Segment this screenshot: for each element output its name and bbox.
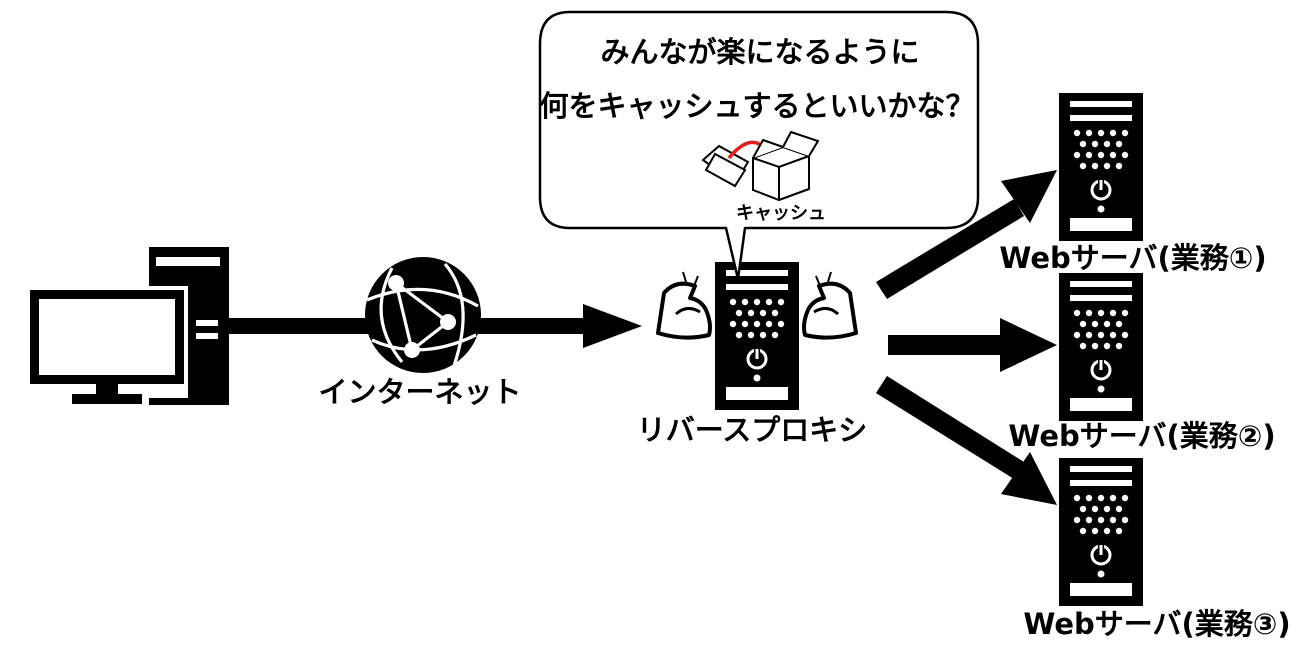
cardboard-box-icon [752, 130, 820, 202]
server-3-icon [1059, 458, 1143, 606]
flexed-arm-left-icon [656, 271, 712, 340]
internet-label: インターネット [318, 375, 521, 409]
server-1-icon [1059, 93, 1143, 241]
flexed-arm-right-icon [802, 271, 858, 340]
arrow-proxy-to-server-2 [888, 318, 1057, 372]
proxy-server-icon [715, 262, 799, 410]
cache-label: キャッシュ [736, 203, 826, 224]
desktop-computer-icon [26, 247, 229, 405]
bubble-line-2: 何をキャッシュするといいかな？ [539, 89, 974, 123]
server-3-label: Webサーバ(業務③) [1023, 607, 1290, 641]
arrow-proxy-to-server-3 [876, 376, 1057, 505]
globe-network-icon [365, 257, 481, 373]
arrow-proxy-to-server-1 [876, 170, 1057, 299]
server-2-label: Webサーバ(業務②) [1008, 419, 1275, 453]
arrow-internet-to-proxy [475, 304, 642, 348]
document-icon [701, 144, 750, 188]
server-1-label: Webサーバ(業務①) [999, 241, 1266, 275]
server-2-icon [1059, 273, 1143, 421]
bubble-line-1: みんなが楽になるように [600, 35, 919, 69]
proxy-label: リバースプロキシ [637, 413, 868, 447]
